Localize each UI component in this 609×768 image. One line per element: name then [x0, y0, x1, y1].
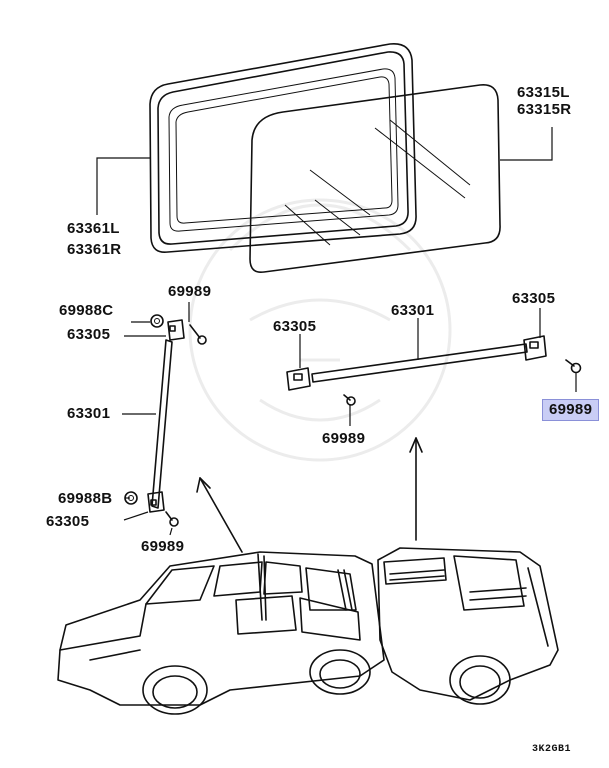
part-label-69989-middle[interactable]: 69989	[322, 430, 366, 447]
part-label-63315r[interactable]: 63315R	[517, 101, 572, 118]
part-label-63305-left-lower[interactable]: 63305	[46, 513, 90, 530]
part-label-69989-upper-left[interactable]: 69989	[168, 283, 212, 300]
part-label-63315l[interactable]: 63315L	[517, 84, 570, 101]
part-label-63301-vertical[interactable]: 63301	[67, 405, 111, 422]
leader-63315	[500, 127, 553, 161]
vehicle-rear-view	[377, 547, 559, 705]
part-label-69989-lower-left[interactable]: 69989	[141, 538, 185, 555]
window-frame-63361	[149, 43, 417, 254]
part-label-69988b[interactable]: 69988B	[58, 490, 113, 507]
vehicle-front-view	[57, 551, 385, 715]
watermark-emblem	[188, 198, 452, 462]
leader-63361	[96, 157, 150, 215]
assembly-arrows	[196, 437, 423, 553]
quarter-glass-63315	[249, 83, 501, 274]
part-label-63305-middle[interactable]: 63305	[273, 318, 317, 335]
part-label-69989-selected[interactable]: 69989	[542, 399, 600, 421]
part-label-63301-horizontal[interactable]: 63301	[391, 302, 435, 319]
diagram-code: 3K2GB1	[532, 744, 572, 755]
left-rail-assembly	[124, 314, 207, 527]
part-label-69988c[interactable]: 69988C	[59, 302, 114, 319]
part-label-63361l[interactable]: 63361L	[67, 220, 120, 237]
horizontal-rail-assembly	[286, 335, 582, 406]
part-label-63305-right[interactable]: 63305	[512, 290, 556, 307]
part-label-63361r[interactable]: 63361R	[67, 241, 122, 258]
part-label-63305-left-upper[interactable]: 63305	[67, 326, 111, 343]
